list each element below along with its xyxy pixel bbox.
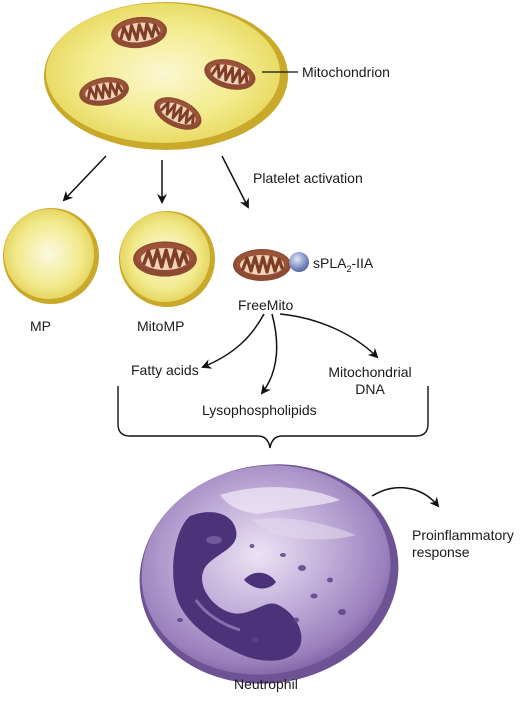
label-lysophospholipids: Lysophospholipids — [202, 402, 317, 418]
label-proinflammatory-line1: Proinflammatory — [412, 527, 514, 543]
label-proinflammatory-line2: response — [412, 544, 470, 560]
label-mitomp: MitoMP — [137, 318, 185, 334]
arrow-to-mp — [62, 155, 107, 202]
label-mitochondrial-dna-line2: DNA — [355, 381, 385, 397]
grouping-brace — [117, 386, 429, 449]
label-mitochondrial-dna: Mitochondrial DNA — [320, 364, 420, 398]
freemito — [232, 248, 309, 282]
label-neutrophil: Neutrophil — [234, 676, 298, 692]
label-spla2-suffix: -IIA — [351, 255, 374, 271]
spla2-enzyme-icon — [289, 252, 309, 272]
label-spla2-prefix: sPLA — [313, 255, 347, 271]
label-spla2-subscript: 2 — [346, 263, 352, 274]
activated-platelet — [44, 2, 288, 150]
label-platelet-activation: Platelet activation — [253, 170, 363, 186]
label-fatty-acids: Fatty acids — [131, 362, 199, 378]
label-spla2-iia: sPLA2-IIA — [313, 255, 374, 274]
label-freemito: FreeMito — [238, 297, 294, 313]
arrow-to-mitochondrial-dna — [279, 313, 379, 359]
granules — [177, 544, 346, 643]
mitochondrion-icon — [132, 240, 198, 278]
arrow-to-proinflammatory-response — [371, 487, 440, 508]
label-mp: MP — [30, 318, 51, 334]
label-proinflammatory-response: Proinflammatory response — [412, 527, 514, 561]
arrow-to-freemito — [221, 155, 249, 209]
mitomp-microparticle — [119, 211, 215, 307]
arrow-to-fatty-acids — [201, 313, 265, 369]
nucleus — [173, 512, 302, 661]
label-mitochondrion: Mitochondrion — [302, 64, 390, 80]
label-mitochondrial-dna-line1: Mitochondrial — [328, 364, 412, 380]
arrow-to-lysophospholipids — [260, 313, 278, 395]
mp-microparticle — [3, 208, 99, 304]
mitochondrion-icon — [232, 248, 292, 282]
